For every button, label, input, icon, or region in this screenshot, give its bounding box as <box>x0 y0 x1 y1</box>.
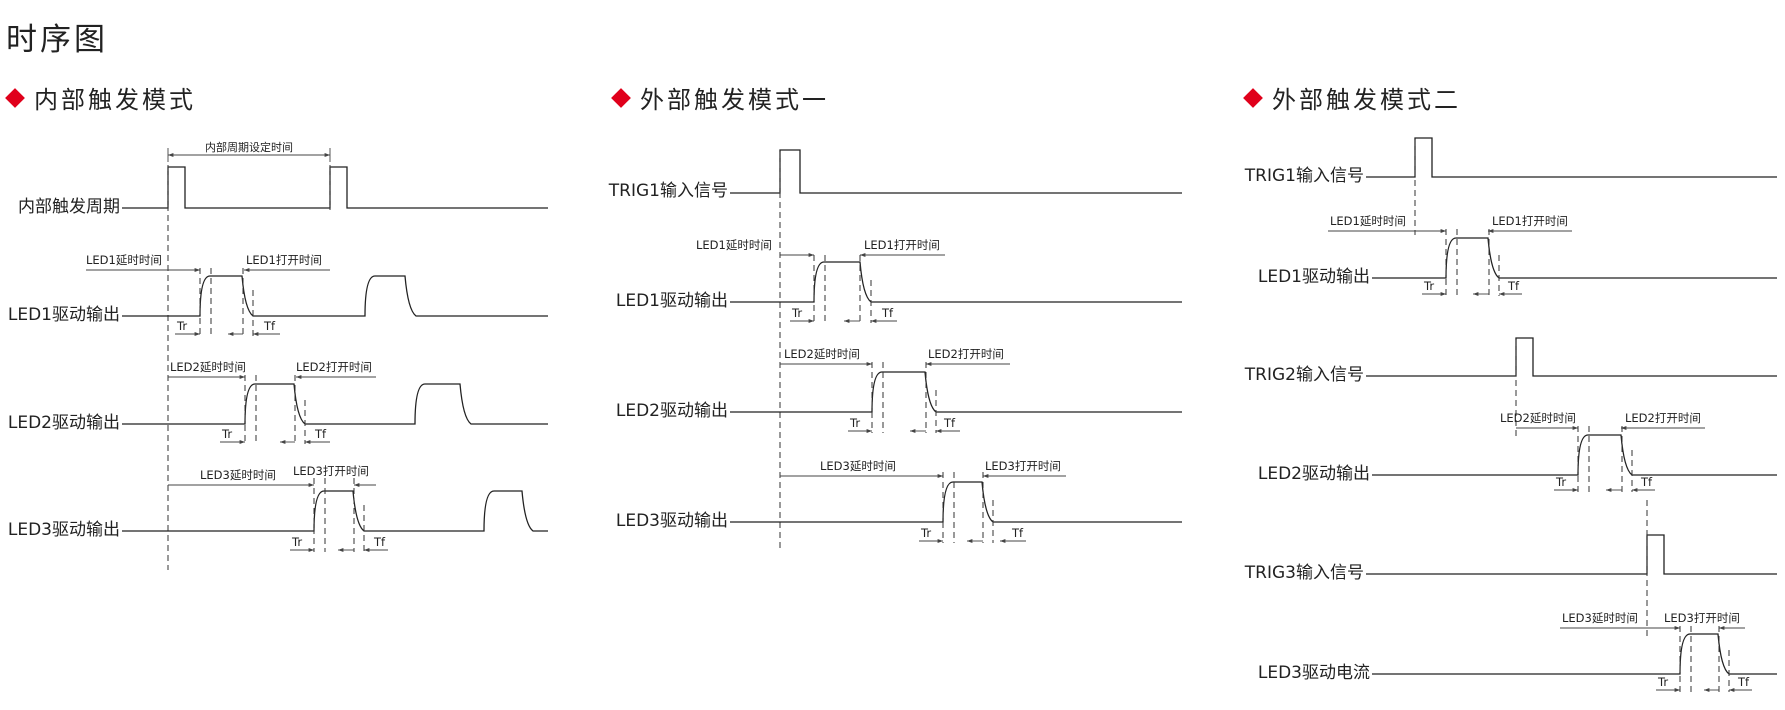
text-ext1-led2-delay: LED2延时时间 <box>784 347 860 361</box>
text-ext1-led1-tf: Tf <box>881 306 894 320</box>
text-ext2-led1-delay: LED1延时时间 <box>1330 214 1406 228</box>
waveform-ext2-led2 <box>1372 434 1777 476</box>
text-int-led3-tr: Tr <box>291 535 302 549</box>
label-int-led2: LED2驱动输出 <box>8 413 120 433</box>
text-ext2-led3-delay: LED3延时时间 <box>1562 611 1638 625</box>
section-title-external1-text: 外部触发模式一 <box>640 86 829 114</box>
waveform-ext2-led1 <box>1372 237 1777 279</box>
text-int-led3-delay: LED3延时时间 <box>200 468 276 482</box>
section-title-internal: 内部触发模式 <box>2 80 196 115</box>
label-ext2-led1: LED1驱动输出 <box>1258 267 1370 287</box>
waveform-ext1-trig1 <box>730 149 1182 194</box>
label-ext1-led1: LED1驱动输出 <box>616 291 728 311</box>
text-ext2-led2-delay: LED2延时时间 <box>1500 411 1576 425</box>
section-title-external2: 外部触发模式二 <box>1240 80 1461 115</box>
waveform-ext1-led1 <box>730 261 1182 303</box>
waveform-ext1-led2 <box>730 371 1182 413</box>
diagram-external2: TRIG1输入信号 LED1驱动输出 LED1延时时间 LED1打开时间 Tr … <box>1244 137 1777 693</box>
section-title-external1: 外部触发模式一 <box>608 80 829 115</box>
waveform-ext2-trig3 <box>1366 534 1777 575</box>
text-int-led1-on: LED1打开时间 <box>246 253 322 267</box>
waveform-int-led2 <box>122 383 548 425</box>
waveform-int-led1 <box>122 275 548 317</box>
text-ext1-led2-tr: Tr <box>849 416 860 430</box>
text-int-led3-on: LED3打开时间 <box>293 464 369 478</box>
text-int-led2-tr: Tr <box>221 427 232 441</box>
label-int-led3: LED3驱动输出 <box>8 520 120 540</box>
text-int-led2-tf: Tf <box>314 427 327 441</box>
waveform-ext2-trig2 <box>1366 337 1777 377</box>
label-ext1-trig1: TRIG1输入信号 <box>608 181 728 201</box>
section-title-external2-text: 外部触发模式二 <box>1272 86 1461 114</box>
text-period-span: 内部周期设定时间 <box>205 140 293 154</box>
text-ext1-led3-tf: Tf <box>1011 526 1024 540</box>
waveform-int-led3 <box>122 490 548 532</box>
text-ext2-led2-tf: Tf <box>1640 475 1653 489</box>
text-ext2-led1-tr: Tr <box>1423 279 1434 293</box>
label-ext1-led3: LED3驱动输出 <box>616 511 728 531</box>
text-ext1-led3-delay: LED3延时时间 <box>820 459 896 473</box>
text-int-led2-on: LED2打开时间 <box>296 360 372 374</box>
text-ext1-led3-tr: Tr <box>920 526 931 540</box>
waveform-internal-period <box>122 166 548 209</box>
section-title-internal-text: 内部触发模式 <box>34 86 196 114</box>
label-ext2-led2: LED2驱动输出 <box>1258 464 1370 484</box>
label-ext2-trig3: TRIG3输入信号 <box>1244 563 1364 583</box>
waveform-ext2-trig1 <box>1366 137 1777 178</box>
label-ext2-trig1: TRIG1输入信号 <box>1244 166 1364 186</box>
waveform-ext1-led3 <box>730 481 1182 523</box>
label-internal-period: 内部触发周期 <box>18 197 120 217</box>
text-ext2-led2-tr: Tr <box>1555 475 1566 489</box>
text-ext1-led2-tf: Tf <box>943 416 956 430</box>
label-ext2-led3: LED3驱动电流 <box>1258 663 1370 683</box>
text-ext1-led3-on: LED3打开时间 <box>985 459 1061 473</box>
text-int-led3-tf: Tf <box>373 535 386 549</box>
text-ext1-led1-tr: Tr <box>791 306 802 320</box>
text-ext2-led2-on: LED2打开时间 <box>1625 411 1701 425</box>
label-ext1-led2: LED2驱动输出 <box>616 401 728 421</box>
text-ext1-led1-on: LED1打开时间 <box>864 238 940 252</box>
text-int-led1-tr: Tr <box>176 319 187 333</box>
waveform-ext2-led3 <box>1372 633 1777 675</box>
text-ext2-led3-tf: Tf <box>1737 675 1750 689</box>
text-ext2-led1-on: LED1打开时间 <box>1492 214 1568 228</box>
text-ext1-led1-delay: LED1延时时间 <box>696 238 772 252</box>
text-ext2-led1-tf: Tf <box>1507 279 1520 293</box>
label-int-led1: LED1驱动输出 <box>8 305 120 325</box>
text-int-led1-tf: Tf <box>263 319 276 333</box>
diagram-internal: 内部触发周期 内部周期设定时间 LED1驱动输出 LED1延时时间 LED1打开… <box>8 140 548 570</box>
text-ext2-led3-on: LED3打开时间 <box>1664 611 1740 625</box>
page-title: 时序图 <box>6 22 108 58</box>
label-ext2-trig2: TRIG2输入信号 <box>1244 365 1364 385</box>
text-int-led1-delay: LED1延时时间 <box>86 253 162 267</box>
text-ext1-led2-on: LED2打开时间 <box>928 347 1004 361</box>
text-int-led2-delay: LED2延时时间 <box>170 360 246 374</box>
text-ext2-led3-tr: Tr <box>1657 675 1668 689</box>
diagram-external1: TRIG1输入信号 LED1驱动输出 LED1延时时间 LED1打开时间 Tr … <box>608 149 1182 550</box>
